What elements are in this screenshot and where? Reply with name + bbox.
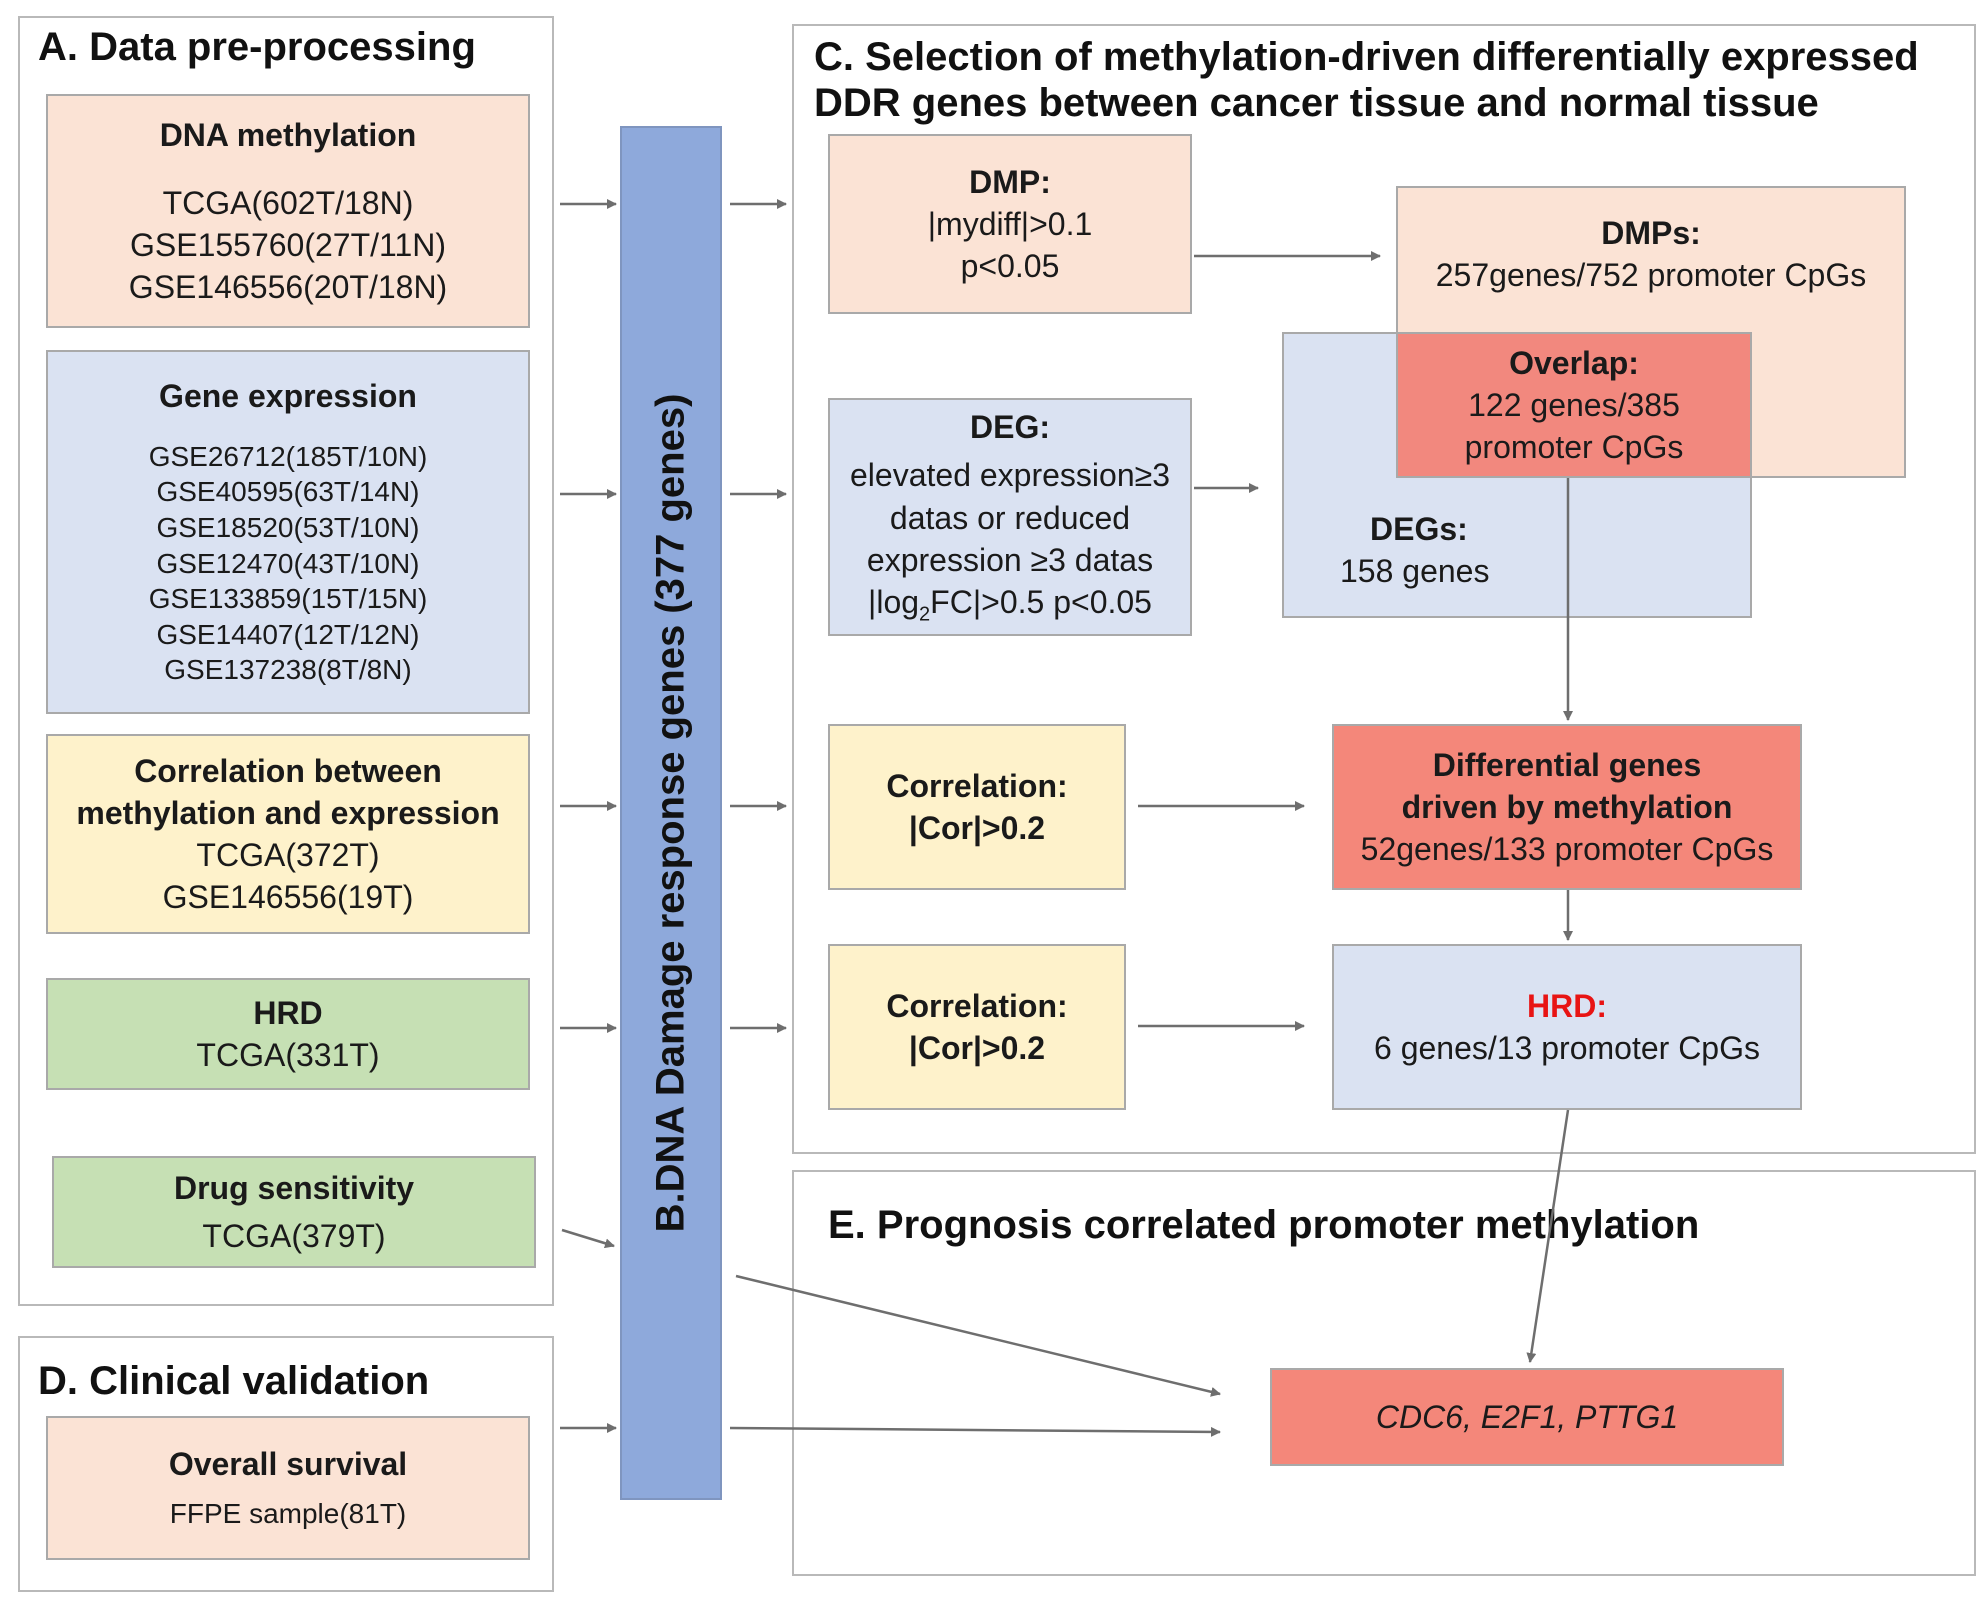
- overall-survival-line: FFPE sample(81T): [169, 1497, 407, 1529]
- deg-criteria-line: datas or reduced: [889, 499, 1131, 536]
- gene-expression-title: Gene expression: [159, 378, 417, 415]
- deg-criteria-box: DEG: elevated expression≥3 datas or redu…: [828, 398, 1192, 636]
- correlation-criteria-line: Correlation:: [886, 767, 1068, 804]
- methylation-driven-title: driven by methylation: [1401, 788, 1733, 825]
- panel-a-title: A. Data pre-processing: [38, 25, 476, 69]
- hrd-data-box: HRD TCGA(331T): [46, 978, 530, 1090]
- gene-expression-line: GSE12470(43T/10N): [156, 547, 420, 579]
- deg-fc-subscript: 2: [919, 603, 931, 626]
- dmps-result-title: DMPs:: [1601, 215, 1701, 251]
- correlation-data-title: Correlation between: [134, 752, 442, 789]
- correlation-data-line: GSE146556(19T): [162, 879, 414, 916]
- gene-expression-line: GSE137238(8T/8N): [164, 654, 412, 686]
- correlation-criteria-box-1: Correlation: |Cor|>0.2: [828, 724, 1126, 890]
- deg-criteria-line: elevated expression≥3: [850, 457, 1170, 494]
- panel-c-title-line2: DDR genes between cancer tissue and norm…: [814, 81, 1819, 125]
- correlation-criteria-line: |Cor|>0.2: [908, 1030, 1046, 1066]
- correlation-data-line: TCGA(372T): [196, 837, 380, 873]
- degs-result-title: DEGs:: [1370, 510, 1468, 547]
- correlation-data-box: Correlation between methylation and expr…: [46, 734, 530, 934]
- dmp-criteria-title: DMP:: [969, 163, 1051, 200]
- arrow-ddr-to-genes-top: [735, 1274, 1221, 1397]
- hrd-data-line: TCGA(331T): [196, 1037, 380, 1073]
- overlap-title: Overlap:: [1509, 344, 1639, 381]
- ddr-genes-bar: B.DNA Damage response genes (377 genes): [620, 126, 722, 1500]
- hrd-result-title: HRD:: [1527, 987, 1607, 1024]
- gene-expression-line: GSE133859(15T/15N): [148, 583, 428, 615]
- overlap-line: 122 genes/385: [1468, 386, 1680, 423]
- hrd-result-box: HRD: 6 genes/13 promoter CpGs: [1332, 944, 1802, 1110]
- gene-expression-line: GSE18520(53T/10N): [156, 511, 420, 543]
- overall-survival-title: Overall survival: [168, 1446, 408, 1483]
- dmp-criteria-line: |mydiff|>0.1: [927, 205, 1093, 242]
- drug-sensitivity-line: TCGA(379T): [202, 1218, 386, 1254]
- drug-sensitivity-box: Drug sensitivity TCGA(379T): [52, 1156, 536, 1268]
- arrow-hrd-to-genes: [1526, 1109, 1570, 1363]
- deg-criteria-fc-line: |log2FC|>0.5 p<0.05: [868, 581, 1152, 628]
- dna-methylation-line: TCGA(602T/18N): [162, 184, 414, 221]
- correlation-criteria-line: |Cor|>0.2: [908, 810, 1046, 846]
- correlation-criteria-box-2: Correlation: |Cor|>0.2: [828, 944, 1126, 1110]
- overall-survival-box: Overall survival FFPE sample(81T): [46, 1416, 530, 1560]
- arrow-drug-to-ddr: [561, 1228, 615, 1249]
- dna-methylation-line: GSE155760(27T/11N): [129, 227, 447, 263]
- dmps-result-line: 257genes/752 promoter CpGs: [1435, 257, 1867, 294]
- hrd-result-line: 6 genes/13 promoter CpGs: [1374, 1030, 1760, 1066]
- dmp-criteria-box: DMP: |mydiff|>0.1 p<0.05: [828, 134, 1192, 314]
- dna-methylation-box: DNA methylation TCGA(602T/18N) GSE155760…: [46, 94, 530, 328]
- gene-expression-line: GSE40595(63T/14N): [156, 476, 420, 508]
- gene-expression-line: GSE14407(12T/12N): [156, 618, 420, 650]
- panel-d-title: D. Clinical validation: [38, 1359, 430, 1403]
- prognostic-genes: CDC6, E2F1, PTTG1: [1375, 1398, 1679, 1435]
- overlap-box: Overlap: 122 genes/385 promoter CpGs: [1396, 332, 1752, 478]
- deg-criteria-line: expression ≥3 datas: [866, 541, 1154, 578]
- hrd-data-title: HRD: [253, 994, 323, 1031]
- deg-fc-prefix: |log: [868, 584, 920, 621]
- dmp-criteria-line: p<0.05: [960, 248, 1060, 285]
- gene-expression-line: GSE26712(185T/10N): [148, 440, 428, 472]
- methylation-driven-line: 52genes/133 promoter CpGs: [1360, 831, 1774, 868]
- methylation-driven-genes-box: Differential genes driven by methylation…: [1332, 724, 1802, 890]
- overlap-line: promoter CpGs: [1464, 429, 1684, 466]
- degs-result-line: 158 genes: [1340, 552, 1490, 589]
- deg-fc-suffix: FC|>0.5 p<0.05: [930, 584, 1152, 621]
- methylation-driven-title: Differential genes: [1432, 746, 1702, 783]
- drug-sensitivity-title: Drug sensitivity: [173, 1169, 415, 1206]
- deg-criteria-title: DEG:: [970, 409, 1050, 446]
- correlation-data-title: methylation and expression: [76, 794, 500, 831]
- panel-c-title-line1: C. Selection of methylation-driven diffe…: [814, 35, 1919, 79]
- correlation-criteria-line: Correlation:: [886, 987, 1068, 1024]
- arrow-ddr-to-genes-bottom: [729, 1426, 1221, 1437]
- prognostic-genes-box: CDC6, E2F1, PTTG1: [1270, 1368, 1784, 1466]
- dna-methylation-line: GSE146556(20T/18N): [128, 269, 448, 306]
- dna-methylation-title: DNA methylation: [159, 116, 417, 153]
- gene-expression-box: Gene expression GSE26712(185T/10N) GSE40…: [46, 350, 530, 714]
